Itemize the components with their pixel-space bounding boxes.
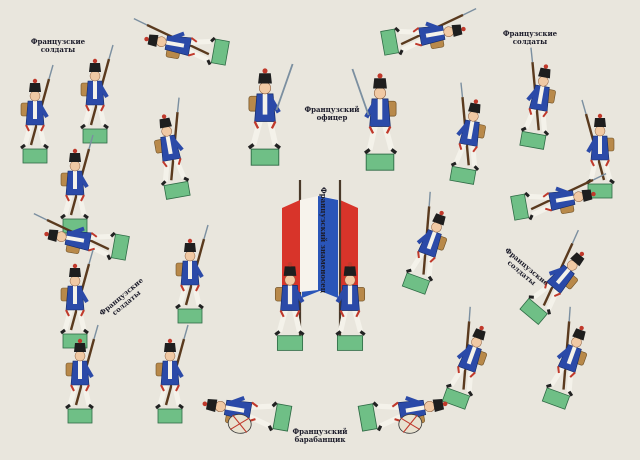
drummer-figure [202,395,293,434]
soldier-figure [519,47,556,150]
soldier-figure [154,97,191,200]
label-soldiers-top-right: Французские солдаты [502,29,558,46]
soldier-figure [380,7,477,56]
label-officer: Французский офицер [304,105,360,122]
drummer-figure [357,395,448,434]
soldier-figure [519,229,585,326]
soldier-figure [401,191,447,295]
soldier-figure [541,306,587,410]
soldier-figure [155,324,189,424]
standard-bearer-figure [335,261,366,351]
soldier-figure [80,44,114,144]
standard-bearer-figure [274,261,305,351]
officer-figure [247,63,294,166]
soldier-figure [510,172,607,221]
soldier-figure [60,249,94,349]
label-standard-bearer: Французский знаменосец [319,187,328,293]
officer-figure [351,68,398,171]
label-drummer: Французский барабанщик [292,427,348,444]
soldier-figure [133,17,230,66]
soldier-figure [449,82,486,185]
soldier-figure [175,224,209,324]
soldier-figure [65,324,99,424]
soldier-figure [441,306,487,410]
flag-right [282,180,342,340]
soldier-figure [33,212,130,261]
label-soldiers-top-left: Французские солдаты [30,37,86,54]
soldier-figure [20,64,54,164]
